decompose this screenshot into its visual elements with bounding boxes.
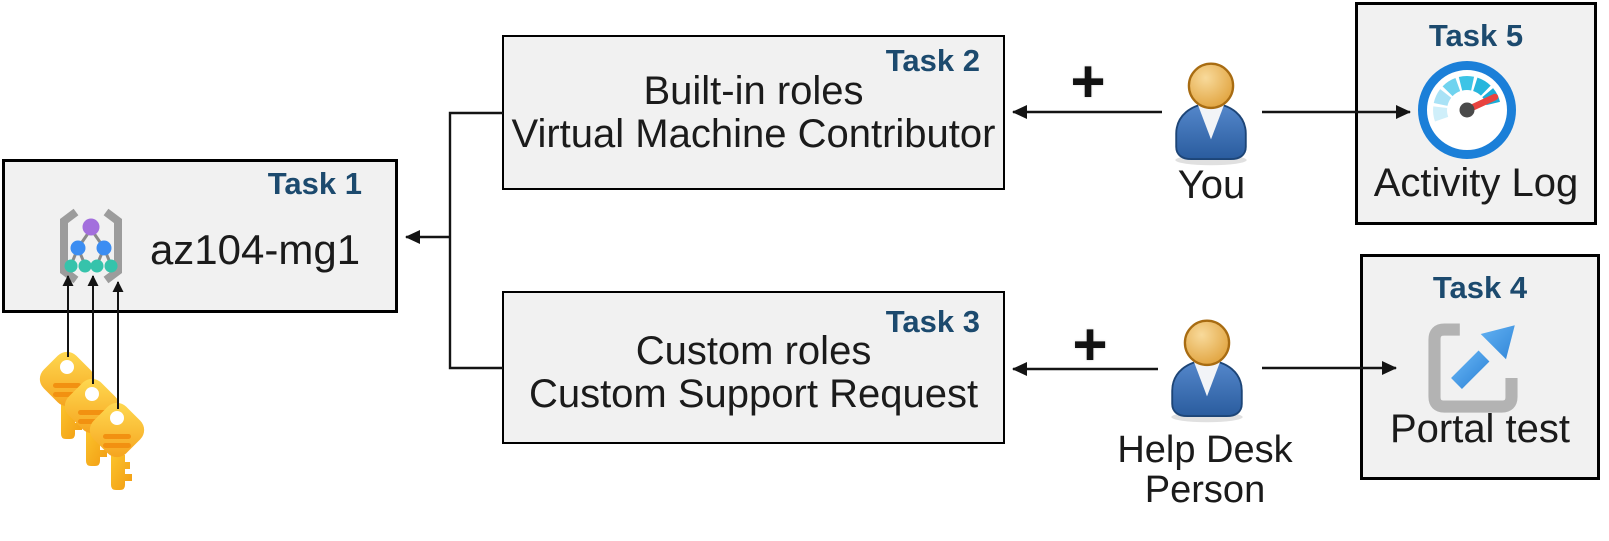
you-label: You bbox=[1177, 163, 1246, 207]
management-group-icon bbox=[60, 208, 122, 284]
task5-label: Task 5 bbox=[1428, 18, 1524, 53]
plus-sign-top: + bbox=[1070, 48, 1106, 115]
task2-line2: Virtual Machine Contributor bbox=[511, 112, 996, 156]
task3-line2: Custom Support Request bbox=[528, 372, 979, 416]
help-desk-label-line1: Help Desk bbox=[1117, 429, 1293, 471]
activity-log-gauge-icon bbox=[1418, 61, 1516, 159]
task2-line1: Built-in roles bbox=[643, 69, 864, 113]
task1-resource-name: az104-mg1 bbox=[149, 226, 361, 273]
three-keys-icon bbox=[34, 346, 150, 490]
portal-external-link-icon bbox=[1428, 323, 1518, 413]
plus-sign-bottom: + bbox=[1072, 311, 1108, 378]
task3-label: Task 3 bbox=[885, 304, 980, 339]
task1-label: Task 1 bbox=[267, 166, 362, 201]
task2-label: Task 2 bbox=[885, 43, 980, 78]
person-icon-you bbox=[1174, 62, 1248, 166]
task3-line1: Custom roles bbox=[635, 329, 872, 373]
elbow-connector-task2-task3 bbox=[448, 111, 503, 370]
task5-caption: Activity Log bbox=[1373, 161, 1579, 205]
task2-box bbox=[502, 35, 1005, 190]
task3-text: Custom roles Custom Support Request bbox=[502, 330, 1005, 416]
person-icon-help-desk bbox=[1170, 319, 1244, 423]
help-desk-label: Help Desk Person bbox=[1110, 430, 1300, 510]
task4-caption: Portal test bbox=[1389, 407, 1571, 451]
task2-text: Built-in roles Virtual Machine Contribut… bbox=[502, 70, 1005, 156]
task3-box bbox=[502, 291, 1005, 444]
task4-label: Task 4 bbox=[1432, 270, 1528, 305]
help-desk-label-line2: Person bbox=[1144, 469, 1266, 511]
